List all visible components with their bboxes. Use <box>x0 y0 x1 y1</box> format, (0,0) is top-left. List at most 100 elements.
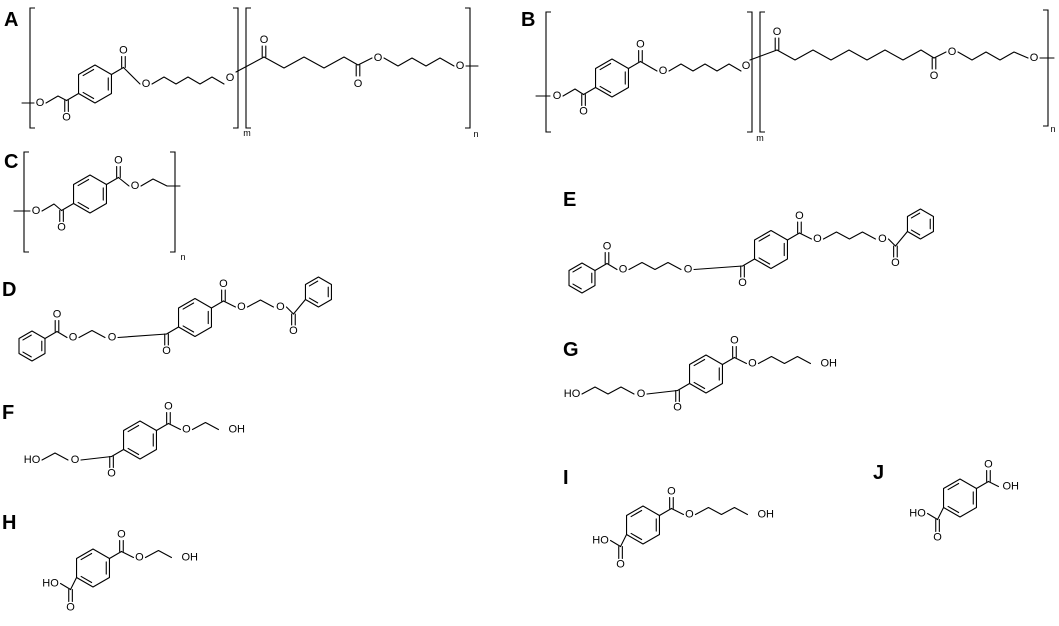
oxygen-atom: O <box>579 106 588 118</box>
benzene-ring <box>942 478 978 518</box>
bond <box>357 57 373 66</box>
bond <box>741 258 756 267</box>
benzene-ring <box>568 262 596 294</box>
oxygen-atom: O <box>636 39 645 51</box>
repeat-unit-bracket <box>465 7 471 129</box>
bond <box>69 576 78 591</box>
oxygen-atom: O <box>456 60 465 72</box>
oxygen-atom: O <box>164 401 173 413</box>
bond <box>670 507 685 516</box>
bond <box>721 356 736 366</box>
benzene-ring <box>594 58 630 98</box>
chain-bond <box>757 355 812 365</box>
oxygen-atom: O <box>619 264 628 276</box>
bond <box>658 507 673 517</box>
oxygen-atom: O <box>773 26 782 38</box>
bond <box>105 176 120 186</box>
oxygen-atom: O <box>984 459 993 471</box>
panel-label-E: E <box>563 189 576 211</box>
bond <box>56 330 68 339</box>
oxygen-atom: O <box>1030 52 1039 64</box>
backbone-bond <box>749 49 778 61</box>
bond <box>210 300 224 309</box>
oxygen-atom: O <box>71 454 80 466</box>
oxygen-atom: O <box>553 90 562 102</box>
aromatic-double-bond <box>127 424 140 433</box>
benzene-ring <box>753 229 788 270</box>
chain-bond <box>246 299 274 308</box>
oxygen-atom: O <box>117 529 126 541</box>
aromatic-double-bond <box>572 266 582 273</box>
hydroxyl-group: HO <box>24 454 41 466</box>
aromatic-double-bond <box>947 482 960 491</box>
oxygen-atom: O <box>673 402 682 414</box>
chain-bond <box>628 261 682 271</box>
chain-bond <box>639 60 658 72</box>
repeat-unit-bracket <box>759 11 765 133</box>
oxygen-atom: O <box>162 345 171 357</box>
chain-bond <box>383 57 455 67</box>
bond <box>59 582 72 591</box>
oxygen-atom: O <box>891 257 900 269</box>
subscript-n: n <box>473 129 478 139</box>
benzene-ring <box>75 548 111 588</box>
bond <box>894 230 909 247</box>
oxygen-atom: O <box>237 301 246 313</box>
benzene-ring <box>688 354 724 394</box>
chain-bond <box>581 386 635 395</box>
aromatic-double-bond <box>182 325 195 333</box>
bond <box>167 422 182 431</box>
oxygen-atom: O <box>226 72 235 84</box>
aromatic-double-bond <box>80 575 93 584</box>
panel-label-C: C <box>4 151 18 173</box>
repeat-unit-bracket <box>747 11 753 133</box>
bond <box>80 455 113 461</box>
aromatic-double-bond <box>693 358 706 367</box>
oxygen-atom: O <box>66 602 75 614</box>
oxygen-atom: O <box>659 65 668 77</box>
oxygen-atom: O <box>57 222 66 234</box>
hydroxyl-group: HO <box>42 578 59 590</box>
bond <box>786 232 800 241</box>
panel-label-D: D <box>2 279 16 301</box>
bond <box>926 512 939 521</box>
repeat-unit-bracket <box>545 11 551 133</box>
aromatic-double-bond <box>82 91 95 100</box>
chain-bond <box>78 329 106 339</box>
oxygen-atom: O <box>114 155 123 167</box>
aromatic-double-bond <box>758 257 771 265</box>
aromatic-double-bond <box>572 283 582 290</box>
oxygen-atom: O <box>276 301 285 313</box>
panel-label-B: B <box>521 9 535 31</box>
bond <box>987 480 1000 488</box>
oxygen-atom: O <box>684 264 693 276</box>
benzene-ring <box>177 297 212 338</box>
bond <box>285 306 294 315</box>
oxygen-atom: O <box>354 78 363 90</box>
aromatic-double-bond <box>22 351 32 358</box>
oxygen-atom: O <box>36 97 45 109</box>
chain-bond <box>957 51 1029 61</box>
aromatic-double-bond <box>599 62 612 71</box>
benzene-ring <box>304 276 332 308</box>
oxygen-atom: O <box>933 532 942 544</box>
hydroxyl-group: HO <box>564 388 581 400</box>
oxygen-atom: O <box>616 559 625 571</box>
panel-label-G: G <box>563 339 579 361</box>
chain-bond <box>822 231 876 240</box>
bond <box>117 333 168 339</box>
hydroxyl-group: OH <box>181 552 198 564</box>
panel-label-I: I <box>563 467 569 489</box>
chain-bond <box>668 63 742 72</box>
benzene-ring <box>18 330 46 362</box>
bond <box>733 356 748 365</box>
aromatic-double-bond <box>630 532 643 541</box>
aromatic-double-bond <box>947 505 960 514</box>
oxygen-atom: O <box>637 388 646 400</box>
benzene-ring <box>122 420 158 460</box>
oxygen-atom: O <box>131 180 140 192</box>
